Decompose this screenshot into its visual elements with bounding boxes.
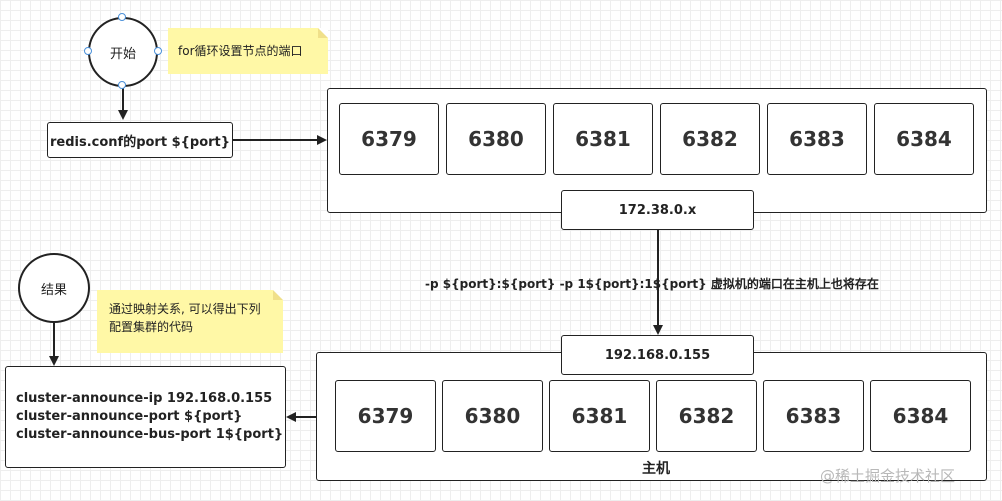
result-note[interactable]: 通过映射关系, 可以得出下列 配置集群的代码 — [97, 290, 283, 353]
result-config-line: cluster-announce-bus-port 1${port} — [16, 427, 284, 442]
watermark: @稀土掘金技术社区 — [820, 467, 956, 485]
container-port-box[interactable]: 6381 — [553, 103, 653, 175]
start-note-text: for循环设置节点的端口 — [178, 44, 303, 58]
host-port-label: 6379 — [357, 404, 414, 428]
container-port-box[interactable]: 6379 — [339, 103, 439, 175]
container-port-box[interactable]: 6383 — [767, 103, 867, 175]
selection-handle-left[interactable] — [84, 47, 92, 55]
container-port-label: 6381 — [575, 127, 631, 151]
host-port-label: 6384 — [892, 404, 949, 428]
start-node-label: 开始 — [109, 46, 136, 62]
host-port-label: 6382 — [678, 404, 735, 428]
result-note-line: 配置集群的代码 — [109, 320, 194, 334]
host-port-box[interactable]: 6384 — [870, 380, 971, 452]
host-port-box[interactable]: 6381 — [549, 380, 650, 452]
host-ip-label: 192.168.0.155 — [604, 347, 711, 363]
container-port-box[interactable]: 6384 — [874, 103, 974, 175]
port-mapping-text: -p ${port}:${port} -p 1${port}:1${port} … — [425, 277, 879, 291]
container-port-label: 6379 — [361, 127, 417, 151]
container-port-label: 6382 — [682, 127, 738, 151]
host-port-label: 6383 — [785, 404, 842, 428]
result-config-box[interactable]: cluster-announce-ip 192.168.0.155 cluste… — [5, 366, 286, 468]
container-port-label: 6383 — [789, 127, 845, 151]
result-node[interactable]: 结果 — [18, 253, 90, 323]
config-node-label: redis.conf的port ${port} — [49, 134, 231, 150]
host-label: 主机 — [642, 461, 670, 477]
note-fold-corner — [318, 28, 328, 38]
result-config-line: cluster-announce-ip 192.168.0.155 — [16, 391, 273, 406]
host-port-box[interactable]: 6379 — [335, 380, 436, 452]
result-node-label: 结果 — [40, 282, 67, 298]
start-note[interactable]: for循环设置节点的端口 — [168, 28, 328, 74]
config-node[interactable]: redis.conf的port ${port} — [47, 122, 233, 158]
start-node[interactable]: 开始 — [88, 17, 158, 87]
note-fold-corner — [273, 290, 283, 300]
selection-handle-right[interactable] — [154, 47, 162, 55]
container-ip-box[interactable]: 172.38.0.x — [561, 190, 754, 230]
container-port-label: 6380 — [468, 127, 524, 151]
host-port-label: 6380 — [464, 404, 521, 428]
container-port-box[interactable]: 6382 — [660, 103, 760, 175]
host-port-box[interactable]: 6380 — [442, 380, 543, 452]
container-ip-label: 172.38.0.x — [618, 202, 697, 218]
host-port-box[interactable]: 6382 — [656, 380, 757, 452]
result-config-line: cluster-announce-port ${port} — [16, 409, 243, 424]
container-port-box[interactable]: 6380 — [446, 103, 546, 175]
container-port-label: 6384 — [896, 127, 952, 151]
host-port-label: 6381 — [571, 404, 628, 428]
host-port-box[interactable]: 6383 — [763, 380, 864, 452]
result-note-line: 通过映射关系, 可以得出下列 — [109, 302, 261, 316]
selection-handle-top[interactable] — [118, 13, 126, 21]
selection-handle-bottom[interactable] — [118, 81, 126, 89]
host-ip-box[interactable]: 192.168.0.155 — [561, 335, 754, 375]
